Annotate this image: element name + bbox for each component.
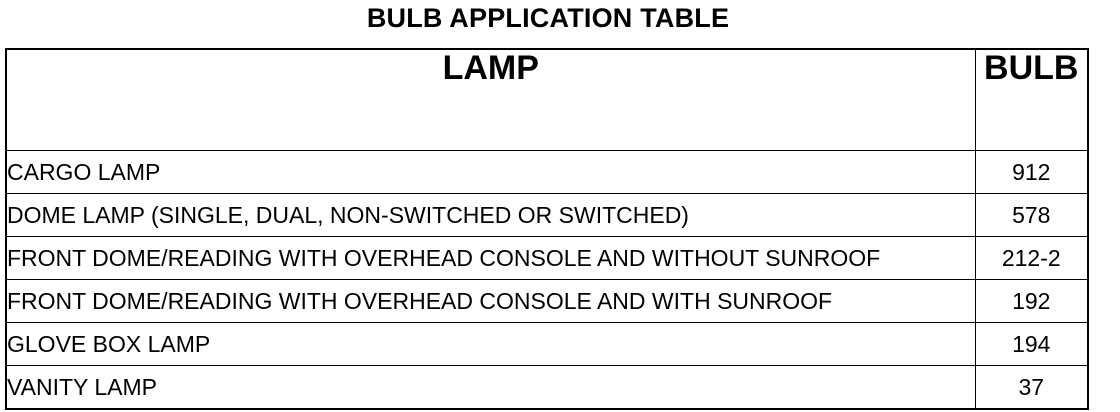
lamp-cell: DOME LAMP (SINGLE, DUAL, NON-SWITCHED OR… <box>5 192 976 237</box>
header-row: LAMP BULB <box>5 48 1089 151</box>
table-row: VANITY LAMP 37 <box>5 364 1089 409</box>
lamp-column-header: LAMP <box>5 48 976 151</box>
bulb-cell: 578 <box>974 192 1089 237</box>
table-row: GLOVE BOX LAMP 194 <box>5 321 1089 366</box>
bulb-application-table: LAMP BULB CARGO LAMP 912 DOME LAMP (SING… <box>5 48 1089 410</box>
bulb-cell: 37 <box>974 364 1089 409</box>
lamp-cell: VANITY LAMP <box>5 364 976 409</box>
bulb-column-header: BULB <box>974 48 1089 151</box>
lamp-cell: FRONT DOME/READING WITH OVERHEAD CONSOLE… <box>5 278 976 323</box>
bulb-cell: 912 <box>974 149 1089 194</box>
bulb-cell: 194 <box>974 321 1089 366</box>
lamp-cell: CARGO LAMP <box>5 149 976 194</box>
lamp-cell: FRONT DOME/READING WITH OVERHEAD CONSOLE… <box>5 235 976 280</box>
bulb-cell: 212-2 <box>974 235 1089 280</box>
table-title: BULB APPLICATION TABLE <box>366 3 730 33</box>
table-row: FRONT DOME/READING WITH OVERHEAD CONSOLE… <box>5 278 1089 323</box>
table-row: CARGO LAMP 912 <box>5 149 1089 194</box>
bulb-cell: 192 <box>974 278 1089 323</box>
table-row: DOME LAMP (SINGLE, DUAL, NON-SWITCHED OR… <box>5 192 1089 237</box>
lamp-cell: GLOVE BOX LAMP <box>5 321 976 366</box>
table-row: FRONT DOME/READING WITH OVERHEAD CONSOLE… <box>5 235 1089 280</box>
